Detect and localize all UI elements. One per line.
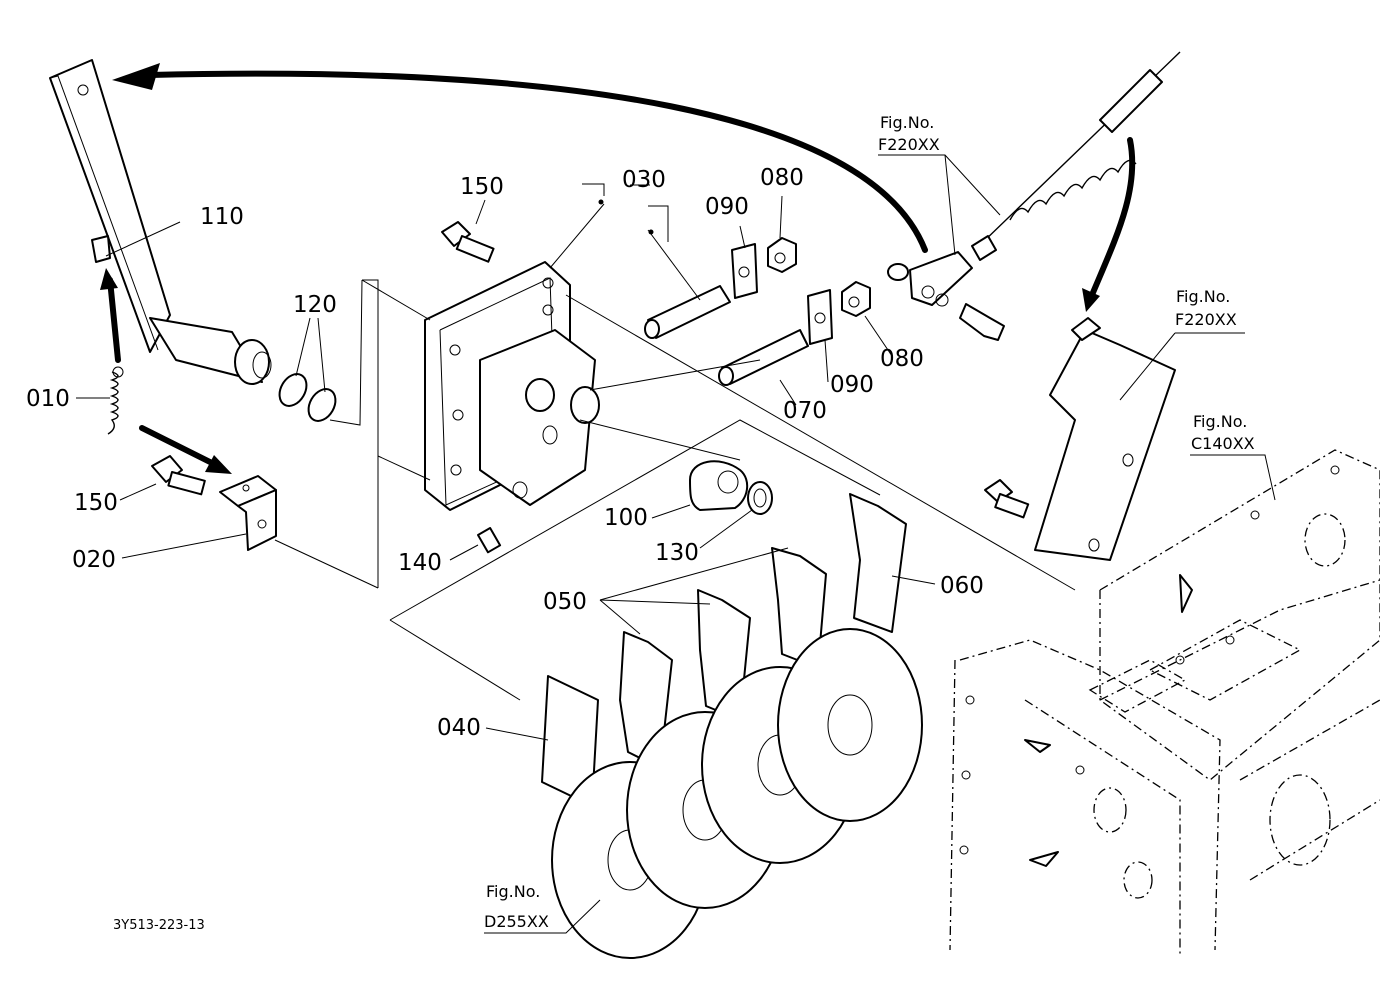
fig-ref-prefix-discs: Fig.No.	[486, 882, 540, 901]
callout-050: 050	[543, 589, 587, 615]
callout-020: 020	[72, 547, 116, 573]
callout-110: 110	[200, 204, 244, 230]
cable-assembly	[887, 51, 1181, 341]
callout-090-top: 090	[705, 194, 749, 220]
stud-070	[718, 329, 809, 386]
callout-040: 040	[437, 715, 481, 741]
fig-ref-prefix-case: Fig.No.	[1193, 412, 1247, 431]
transmission-case	[949, 449, 1380, 955]
callout-150-top: 150	[460, 174, 504, 200]
callout-070: 070	[783, 398, 827, 424]
callout-060: 060	[940, 573, 984, 599]
nut-080-top	[767, 237, 797, 273]
spring-010	[107, 366, 124, 435]
cam-100	[689, 460, 749, 511]
fig-ref-prefix-bracket: Fig.No.	[1176, 287, 1230, 306]
callout-010: 010	[26, 386, 70, 412]
figure-references: Fig.No. F220XX Fig.No. F220XX Fig.No. C1…	[484, 113, 1255, 931]
bolt-150-left	[151, 455, 206, 496]
brake-lever-110	[49, 59, 272, 385]
callout-120: 120	[293, 292, 337, 318]
pin-140	[477, 526, 502, 554]
assembly-arrows	[100, 63, 1136, 474]
leader-lines	[76, 154, 1276, 934]
brake-linings-050	[541, 493, 907, 807]
callout-030: 030	[622, 167, 666, 193]
cover-plate	[424, 261, 600, 511]
callout-080-top: 080	[760, 165, 804, 191]
stud-030	[644, 285, 731, 339]
bracket-right	[984, 317, 1176, 561]
callout-130: 130	[655, 540, 699, 566]
washer-090-top	[731, 243, 758, 299]
bolt-150-top	[441, 221, 495, 263]
fig-ref-number-case: C140XX	[1191, 434, 1255, 453]
callout-090-mid: 090	[830, 372, 874, 398]
bracket-020	[219, 475, 277, 551]
callout-080-mid: 080	[880, 346, 924, 372]
fig-ref-prefix-cable: Fig.No.	[880, 113, 934, 132]
nut-080-mid	[841, 281, 871, 317]
callout-140: 140	[398, 550, 442, 576]
snap-ring-130	[747, 481, 773, 515]
fig-ref-number-bracket: F220XX	[1175, 310, 1237, 329]
callout-labels: 010 020 030 040 050 060 070 080 080 090 …	[26, 165, 984, 741]
callout-100: 100	[604, 505, 648, 531]
callout-150-left: 150	[74, 490, 118, 516]
fig-ref-number-cable: F220XX	[878, 135, 940, 154]
o-rings-120	[278, 373, 337, 422]
fig-ref-number-discs: D255XX	[484, 912, 549, 931]
washer-090-mid	[807, 289, 833, 345]
diagram-code: 3Y513-223-13	[113, 918, 205, 933]
